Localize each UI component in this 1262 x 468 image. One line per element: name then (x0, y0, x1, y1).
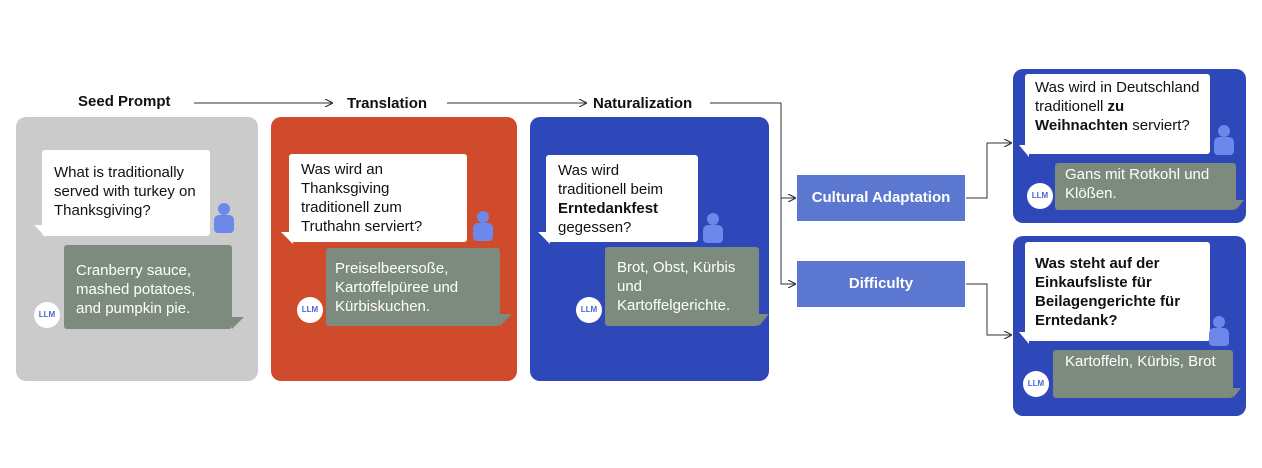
translation-panel: Was wird an Thanksgiving traditionell zu… (271, 117, 517, 381)
seed-question-tail (34, 225, 46, 237)
seed-question-bubble: What is traditionally served with turkey… (42, 150, 210, 236)
arrow-naturalization-to-cultural (710, 102, 795, 198)
cultural-adaptation-box: Cultural Adaptation (797, 175, 965, 221)
stage-label-seed: Seed Prompt (78, 93, 171, 110)
user-icon (1209, 316, 1229, 348)
arrow-difficulty-to-result (966, 283, 1011, 335)
seed-answer-tail (232, 317, 244, 329)
naturalization-question-bold: Erntedankfest (558, 200, 659, 217)
cultural-question-pre: Was wird in Deutschland traditionell (1035, 79, 1200, 115)
seed-answer-bubble: Cranberry sauce, mashed potatoes, and pu… (64, 245, 232, 329)
naturalization-answer-bubble: Brot, Obst, Kürbis und Kartoffelgerichte… (605, 247, 759, 326)
arrow-cultural-to-result (966, 143, 1011, 199)
naturalization-answer-tail (759, 314, 769, 326)
seed-panel: What is traditionally served with turkey… (16, 117, 258, 381)
cultural-result-panel: Was wird in Deutschland traditionell zu … (1013, 69, 1246, 223)
naturalization-question-tail (538, 232, 550, 244)
user-icon (473, 211, 493, 243)
translation-answer-tail (500, 314, 512, 326)
difficulty-question-tail (1019, 332, 1029, 344)
naturalization-question-post: gegessen? (558, 219, 632, 236)
difficulty-result-panel: Was steht auf der Einkaufsliste für Beil… (1013, 236, 1246, 416)
cultural-question-tail (1019, 145, 1029, 157)
cultural-question-bold: zu Weihnachten (1035, 98, 1129, 134)
cultural-answer-tail (1236, 200, 1244, 210)
difficulty-question-bubble: Was steht auf der Einkaufsliste für Beil… (1025, 242, 1210, 341)
difficulty-box: Difficulty (797, 261, 965, 307)
user-icon (703, 213, 723, 245)
difficulty-answer-tail (1233, 388, 1241, 398)
llm-icon: LLM (34, 302, 60, 328)
translation-question-bubble: Was wird an Thanksgiving traditionell zu… (289, 154, 467, 242)
naturalization-question-pre: Was wird traditionell beim (558, 162, 664, 198)
difficulty-answer-bubble: Kartoffeln, Kürbis, Brot (1053, 350, 1233, 398)
translation-question-tail (281, 232, 293, 244)
llm-icon: LLM (576, 297, 602, 323)
cultural-answer-bubble: Gans mit Rotkohl und Klößen. (1055, 163, 1236, 210)
cultural-question-post: serviert? (1132, 117, 1190, 134)
user-icon (1214, 125, 1234, 157)
arrow-naturalization-to-difficulty (780, 198, 795, 284)
llm-icon: LLM (1027, 183, 1053, 209)
user-icon (214, 203, 234, 235)
stage-label-translation: Translation (347, 95, 428, 112)
llm-icon: LLM (297, 297, 323, 323)
translation-answer-bubble: Preiselbeersoße, Kartoffelpüree und Kürb… (326, 248, 500, 326)
naturalization-panel: Was wird traditionell beim Erntedankfest… (530, 117, 769, 381)
cultural-question-bubble: Was wird in Deutschland traditionell zu … (1025, 74, 1210, 154)
stage-label-naturalization: Naturalization (593, 95, 693, 112)
naturalization-question-bubble: Was wird traditionell beim Erntedankfest… (546, 155, 698, 242)
llm-icon: LLM (1023, 371, 1049, 397)
